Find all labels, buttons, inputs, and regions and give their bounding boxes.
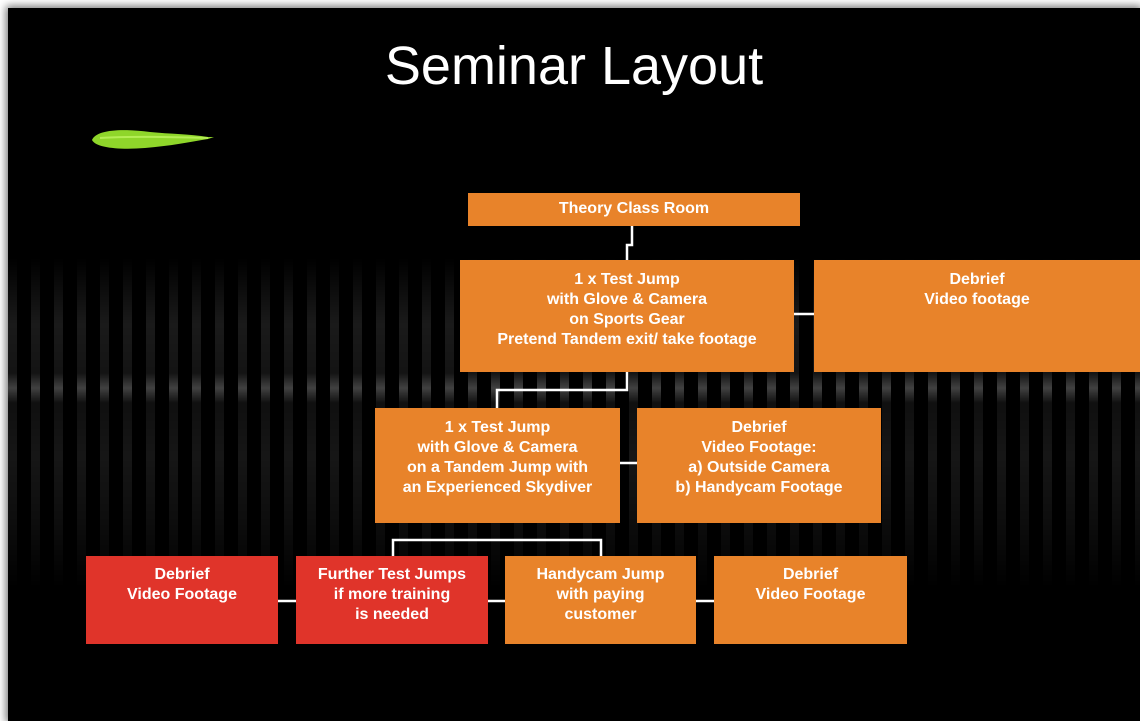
- node-debrief-video-footage-1: Debrief Video footage: [814, 260, 1140, 372]
- slide: Seminar Layout Theory Class Room 1 x Tes…: [8, 8, 1140, 721]
- node-further-test-jumps: Further Test Jumps if more training is n…: [296, 556, 488, 644]
- node-debrief-video-footage-final: Debrief Video Footage: [714, 556, 907, 644]
- node-theory-class-room: Theory Class Room: [468, 193, 800, 226]
- connector-jump2-to-children: [391, 538, 603, 556]
- striped-background-band: [8, 373, 1140, 403]
- node-debrief-video-footage-2: Debrief Video Footage: a) Outside Camera…: [637, 408, 881, 523]
- node-handycam-jump: Handycam Jump with paying customer: [505, 556, 696, 644]
- green-leaf-icon: [92, 130, 214, 149]
- connector-theory-to-jump1: [625, 226, 634, 260]
- node-debrief-video-footage-red: Debrief Video Footage: [86, 556, 278, 644]
- page-title: Seminar Layout: [384, 36, 764, 96]
- connector-jump1-to-jump2: [495, 372, 629, 408]
- connector-lines: [278, 226, 814, 603]
- node-test-jump-tandem: 1 x Test Jump with Glove & Camera on a T…: [375, 408, 620, 523]
- node-test-jump-sports-gear: 1 x Test Jump with Glove & Camera on Spo…: [460, 260, 794, 372]
